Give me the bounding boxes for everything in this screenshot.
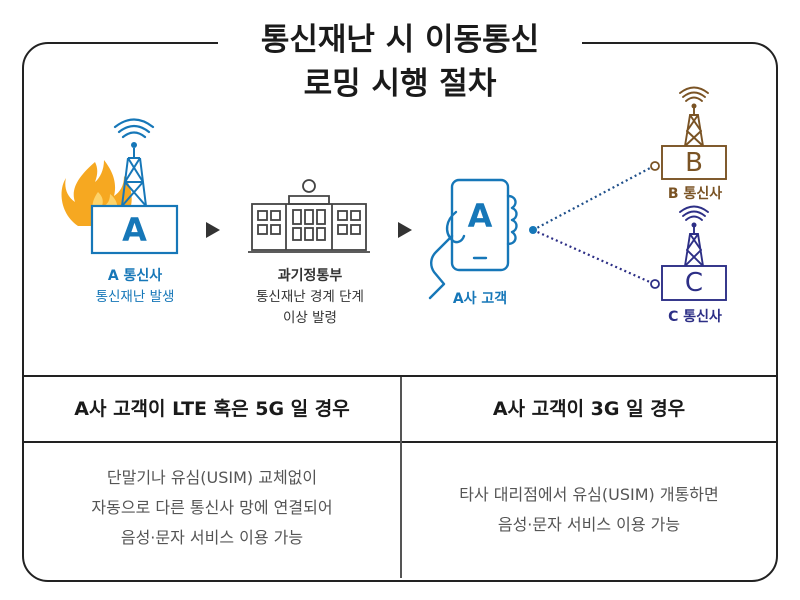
table-top-divider [24,375,776,377]
right-section-line-2: 음성·문자 서비스 이용 가능 [497,515,681,534]
left-section-line-2: 자동으로 다른 통신사 망에 연결되어 [91,498,333,517]
ministry-line-1: 통신재난 경계 단계 [256,289,364,305]
ministry-line-2: 이상 발령 [283,310,337,326]
carrier-a-name: A 통신사 [107,268,163,284]
left-section-body: 단말기나 유심(USIM) 교체없이 자동으로 다른 통신사 망에 연결되어 음… [26,463,398,553]
ministry-name: 과기정통부 [277,268,343,284]
carrier-a-letter: A [122,211,147,249]
title-background [218,20,582,116]
carrier-b-letter: B [685,148,703,178]
carrier-a-status: 통신재난 발생 [95,289,175,305]
carrier-c-name: C 통신사 [668,309,722,325]
table-column-divider [400,377,402,578]
right-section-heading: A사 고객이 3G 일 경우 [492,398,686,420]
right-section-body: 타사 대리점에서 유심(USIM) 개통하면 음성·문자 서비스 이용 가능 [403,480,775,540]
left-section-heading: A사 고객이 LTE 혹은 5G 일 경우 [74,398,350,420]
left-section-line-3: 음성·문자 서비스 이용 가능 [120,528,304,547]
carrier-c-letter: C [684,268,704,298]
customer-phone-letter: A [467,197,493,235]
title-line-2: 로밍 시행 절차 [303,66,497,102]
title-line-1: 통신재난 시 이동통신 [260,22,540,58]
carrier-b-name: B 통신사 [667,186,723,202]
left-section-line-1: 단말기나 유심(USIM) 교체없이 [106,468,318,487]
right-section-line-1: 타사 대리점에서 유심(USIM) 개통하면 [459,485,719,504]
customer-label: A사 고객 [452,291,508,307]
